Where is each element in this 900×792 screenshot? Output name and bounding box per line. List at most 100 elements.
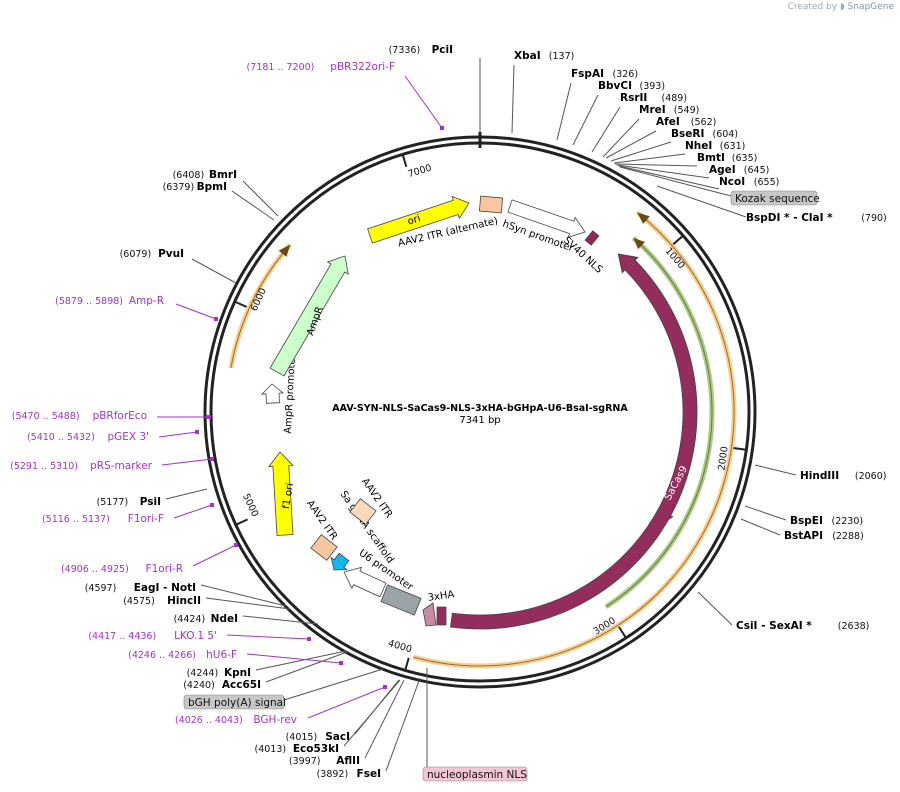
feature-blue-small-arrow[interactable] <box>330 552 350 571</box>
enzyme-name-psii: PsiI <box>140 496 161 508</box>
feature-f1ori-arrow[interactable] <box>268 451 294 536</box>
enzyme-name-bseri: BseRI <box>671 128 704 140</box>
enzyme-fsei[interactable]: FseI(3892) <box>317 768 381 780</box>
primer-lko-1-5[interactable]: LKO.1 5'(4417 .. 4436) <box>88 630 217 642</box>
enzyme-name-bmti: BmtI <box>697 152 725 164</box>
enzyme-name-bpmi: BpmI <box>197 181 227 193</box>
primer-bgh-rev[interactable]: BGH-rev(4026 .. 4043) <box>175 714 297 726</box>
feature-hsyn-promoter-arrow[interactable] <box>507 199 586 238</box>
orf-arc-green-outer <box>604 236 715 609</box>
primer-pbrforeco[interactable]: pBRforEco(5470 .. 5488) <box>12 410 147 422</box>
enzyme-aflii[interactable]: AflII(3997) <box>289 755 360 767</box>
boxed-feature-name-nucleoplasmin-nls: nucleoplasmin NLS <box>427 769 527 781</box>
enzyme-pvui[interactable]: PvuI(6079) <box>120 248 184 260</box>
primer-name-pbr322ori-f: pBR322ori-F <box>330 61 395 73</box>
enzyme-name-agei: AgeI <box>709 164 736 176</box>
primer-name-pbrforeco: pBRforEco <box>93 410 147 422</box>
feature-nls-box[interactable] <box>436 606 447 626</box>
enzyme-ndei[interactable]: NdeI(4424) <box>174 613 238 625</box>
primer-name-prs-marker: pRS-marker <box>90 460 153 472</box>
enzyme-acc65i[interactable]: Acc65I(4240) <box>183 679 261 691</box>
enzyme-mrei[interactable]: MreI(549) <box>639 104 699 116</box>
tick-label: 2000 <box>716 446 730 471</box>
enzyme-bseri[interactable]: BseRI (604) <box>671 128 738 140</box>
enzyme-agei[interactable]: AgeI(645) <box>709 164 769 176</box>
feature-aav2-itr-box-upper[interactable] <box>349 498 377 525</box>
primer-pbr322ori-f[interactable]: pBR322ori-F(7181 .. 7200) <box>247 61 395 73</box>
label-layer[interactable]: PciI(7336) XbaI(137) FspAI(326)BbvCI(393)R… <box>10 44 887 782</box>
enzyme-line-bseri <box>610 141 672 162</box>
boxed-feature-nucleoplasmin-nls[interactable]: nucleoplasmin NLS <box>422 766 528 782</box>
enzyme-line-agei <box>616 164 710 179</box>
feature-ampr-arrow[interactable] <box>269 255 349 377</box>
enzyme-rsrii[interactable]: RsrII(489) <box>620 92 687 104</box>
feature-ampr-promoter-arrow[interactable] <box>260 383 285 404</box>
enzyme-xbai[interactable]: XbaI(137) <box>514 50 574 62</box>
feature-u6-promoter-arrow[interactable] <box>343 566 387 598</box>
enzyme-csii-sexai[interactable]: CsiI - SexAI *(2638) <box>736 620 869 632</box>
primer-line-f1ori-r <box>192 544 237 567</box>
enzyme-hincii[interactable]: HincII(4575) <box>123 595 201 607</box>
enzyme-line-aflii <box>364 679 405 759</box>
tick-label: 5000 <box>240 492 260 519</box>
enzyme-line-fsei <box>385 677 421 772</box>
enzyme-bstapi[interactable]: BstAPI(2288) <box>784 530 864 542</box>
enzyme-kpni[interactable]: KpnI(4244) <box>187 667 251 679</box>
enzyme-pos-acc65i: (4240) <box>183 680 215 691</box>
feature-ori-arrow[interactable] <box>367 195 470 244</box>
enzyme-name-bspdi-clai: BspDI * - ClaI * <box>746 212 833 224</box>
enzyme-name-eagi-noti: EagI - NotI <box>134 582 196 594</box>
primer-pos-f1ori-f: (5116 .. 5137) <box>42 514 110 525</box>
enzyme-fspai[interactable]: FspAI(326) <box>571 68 638 80</box>
enzyme-name-afei: AfeI <box>656 116 680 128</box>
enzyme-eco53ki[interactable]: Eco53kI(4013) <box>255 743 339 755</box>
tick-mark <box>672 235 684 245</box>
primer-prs-marker[interactable]: pRS-marker(5291 .. 5310) <box>10 460 153 472</box>
feature-sacas9-arc[interactable] <box>450 253 698 630</box>
enzyme-name-bbvci: BbvCI <box>598 80 632 92</box>
enzyme-bbvci[interactable]: BbvCI(393) <box>598 80 665 92</box>
boxed-feature-bgh-poly-a-signal[interactable]: bGH poly(A) signal <box>183 694 286 710</box>
feature-3xha-box[interactable] <box>422 602 437 627</box>
primer-f1ori-f[interactable]: F1ori-F (5116 .. 5137) <box>42 513 164 525</box>
enzyme-pos-eagi-noti: (4597) <box>85 583 117 594</box>
primer-name-f1ori-f: F1ori-F <box>128 513 164 525</box>
primer-site-f1ori-r <box>234 543 238 547</box>
enzyme-bpmi[interactable]: BpmI(6379) <box>163 181 227 193</box>
feature-aav2-itr-box-lower[interactable] <box>310 534 338 561</box>
enzyme-line-ncoi <box>618 165 720 190</box>
boxed-feature-bg-nucleoplasmin-nls <box>422 766 528 782</box>
enzyme-bmti[interactable]: BmtI(635) <box>697 152 757 164</box>
enzyme-hindiii[interactable]: HindIII(2060) <box>800 470 886 482</box>
boxed-feature-kozak-sequence[interactable]: Kozak sequence <box>730 190 820 206</box>
enzyme-afei[interactable]: AfeI(562) <box>656 116 716 128</box>
enzyme-line-rsrii <box>591 106 621 153</box>
enzyme-pos-bseri: (604) <box>713 129 739 140</box>
enzyme-line-bmri <box>242 180 279 217</box>
primer-f1ori-r[interactable]: F1ori-R(4906 .. 4925) <box>61 563 183 575</box>
enzyme-eagi-noti[interactable]: EagI - NotI (4597) <box>85 582 196 594</box>
enzyme-bspei[interactable]: BspEI(2230) <box>790 515 863 527</box>
enzyme-line-bbvci <box>572 94 599 146</box>
enzyme-psii[interactable]: PsiI(5177) <box>97 496 161 508</box>
enzyme-pos-aflii: (3997) <box>289 756 321 767</box>
primer-amp-r[interactable]: Amp-R(5879 .. 5898) <box>55 295 164 307</box>
enzyme-pcii[interactable]: PciI(7336) <box>389 44 453 56</box>
enzyme-pos-ncoi: (655) <box>754 177 780 188</box>
enzyme-bspdi-clai[interactable]: BspDI * - ClaI *(790) <box>746 212 887 224</box>
enzyme-nhei[interactable]: NheI(631) <box>685 140 745 152</box>
enzyme-saci[interactable]: SacI(4015) <box>286 731 350 743</box>
primer-pgex-3[interactable]: pGEX 3'(5410 .. 5432) <box>27 431 149 443</box>
enzyme-line-kpni <box>255 650 347 671</box>
feature-sv40-nls-box[interactable] <box>584 230 600 246</box>
feature-sa-grna-scaffold-box[interactable] <box>380 584 422 616</box>
tick-label: 4000 <box>387 638 413 655</box>
enzyme-ncoi[interactable]: NcoI(655) <box>719 176 779 188</box>
enzyme-line-ndei <box>242 615 319 625</box>
enzyme-bmri[interactable]: BmrI(6408) <box>173 169 237 181</box>
feature-aav2-itr-alternate-box[interactable] <box>478 195 504 214</box>
enzyme-name-csii-sexai: CsiI - SexAI * <box>736 620 812 632</box>
primer-site-lko-1-5 <box>307 637 311 641</box>
primer-hu6-f[interactable]: hU6-F(4246 .. 4266) <box>128 649 237 661</box>
